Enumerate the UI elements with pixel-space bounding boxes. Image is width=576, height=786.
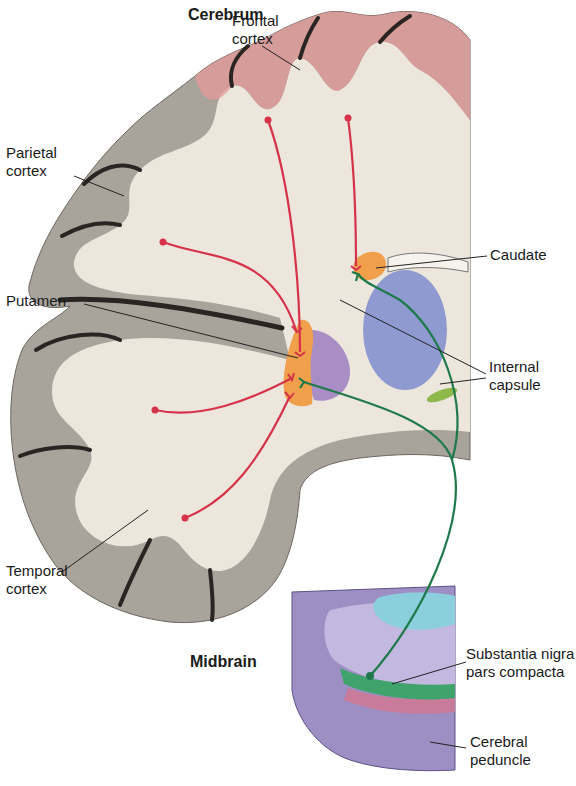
section-heading: Midbrain (190, 653, 290, 671)
structure-label: Putamen (6, 292, 86, 310)
putamen (284, 320, 314, 407)
corticostriatal-pathway (155, 118, 356, 518)
structure-label: Cerebral peduncle (470, 733, 570, 769)
white-matter (52, 42, 470, 571)
structure-label: Parietal cortex (6, 144, 78, 180)
structure-label: Temporal cortex (6, 562, 86, 598)
synaptic-terminals (285, 266, 361, 398)
structure-label: Caudate (490, 246, 570, 264)
substantia-nigra (340, 668, 455, 699)
structure-label: Frontal cortex (232, 12, 294, 48)
nigral-cell (366, 672, 374, 680)
nigrostriatal-pathway (299, 272, 457, 676)
structure-label: Internal capsule (489, 358, 569, 394)
structure-label: Substantia nigra pars compacta (466, 645, 576, 681)
aqueduct-region (373, 593, 455, 630)
pathway-origins (152, 115, 352, 522)
sulci (20, 16, 410, 620)
frontal-tint (195, 11, 470, 120)
leader-lines (62, 46, 487, 748)
cortex (11, 11, 470, 622)
midbrain-section (292, 586, 455, 771)
